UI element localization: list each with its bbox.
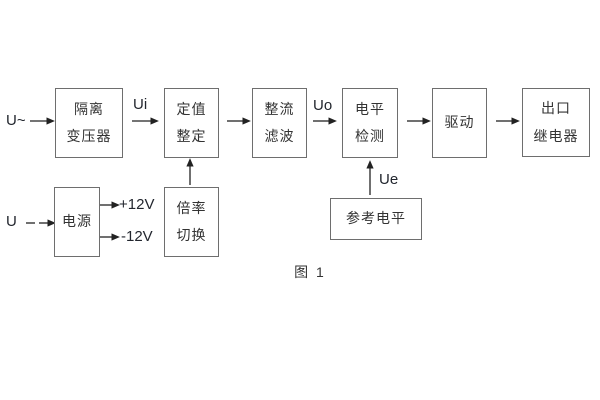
block-level-detect: 电平 检测 [342, 88, 398, 158]
block-reference-level: 参考电平 [330, 198, 422, 240]
signal-label-u-ac: U~ [6, 112, 26, 129]
block-label: 整流 [264, 100, 295, 117]
block-isolation-transformer: 隔离 变压器 [55, 88, 123, 158]
block-label: 驱动 [444, 114, 475, 131]
signal-label-u-dc: U [6, 213, 17, 230]
block-label: 倍率 [176, 199, 207, 216]
signal-label-plus12v: +12V [119, 196, 155, 213]
block-rectifier-filter: 整流 滤波 [252, 88, 307, 158]
block-label: 参考电平 [346, 210, 406, 227]
block-label: 电源 [62, 213, 92, 230]
block-label: 定值 [176, 100, 207, 117]
block-label: 电平 [355, 100, 385, 117]
block-label: 出口 [541, 100, 571, 116]
block-label: 隔离 [74, 100, 104, 117]
block-label: 整定 [176, 128, 207, 144]
signal-label-uo: Uo [313, 97, 333, 114]
block-label: 继电器 [533, 127, 579, 144]
block-label: 变压器 [66, 128, 112, 144]
block-label: 检测 [355, 128, 385, 144]
block-driver: 驱动 [432, 88, 487, 158]
block-ratio-switch: 倍率 切换 [164, 187, 219, 257]
block-setpoint-adjust: 定值 整定 [164, 88, 219, 158]
block-output-relay: 出口 继电器 [522, 88, 590, 157]
block-label: 滤波 [264, 128, 295, 144]
block-power-supply: 电源 [54, 187, 100, 257]
signal-label-ui: Ui [133, 96, 148, 113]
block-label: 切换 [176, 227, 207, 243]
figure-caption: 图 1 [294, 264, 326, 280]
signal-label-ue: Ue [379, 171, 399, 188]
signal-label-minus12v: -12V [121, 228, 153, 245]
